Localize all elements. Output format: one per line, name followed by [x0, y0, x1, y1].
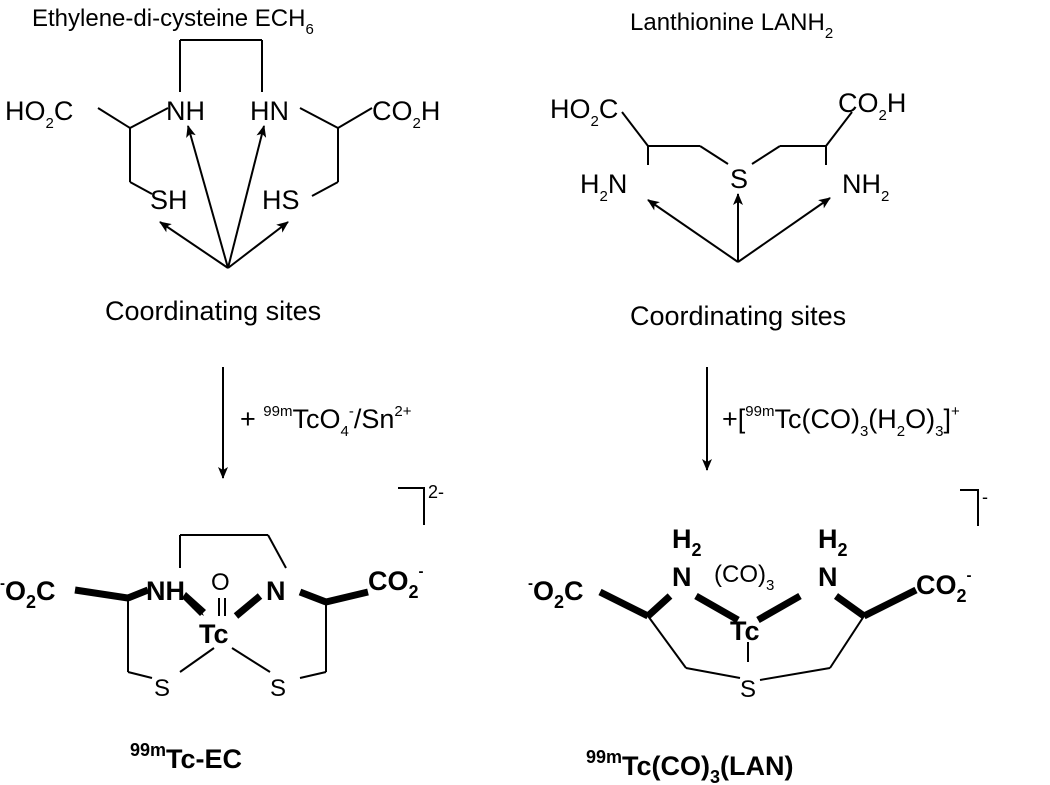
lan-co2h: CO2H [838, 88, 906, 124]
right-reagent: +[99mTc(CO)3(H2O)3]+ [722, 403, 960, 440]
tc-co3-lan-name: 99mTc(CO)3(LAN) [586, 747, 794, 785]
right-complex-bracket [960, 489, 979, 526]
lan-complex-co2: CO2- [916, 567, 972, 606]
tc-ec-bonds [74, 534, 369, 679]
left-complex-bracket [398, 487, 425, 525]
lan-complex-h2-left: H2 [672, 524, 702, 560]
tc-ec-oxo: O [211, 569, 230, 596]
tc-co3-lan-bonds [598, 586, 918, 681]
lan-complex-o2c: -O2C [528, 575, 584, 612]
lan-complex-tc: Tc [730, 616, 760, 646]
lan-s: S [730, 164, 748, 194]
lan-complex-co3: (CO)3 [714, 561, 774, 594]
lan-ho2c: HO2C [550, 94, 618, 130]
ech6-coordination-arrows [159, 125, 289, 269]
lan-complex-n-right: N [818, 562, 838, 592]
hn-right: HN [250, 96, 289, 126]
hs-right: HS [262, 185, 300, 215]
lan-complex-h2-right: H2 [818, 524, 848, 560]
right-title: Lanthionine LANH2 [630, 9, 833, 42]
left-caption: Coordinating sites [105, 296, 321, 326]
tc-ec-nh: NH [146, 576, 185, 606]
left-reagent: + 99mTcO4-/Sn2+ [240, 403, 412, 440]
tc-ec-tc: Tc [199, 619, 229, 649]
nh-left: NH [166, 96, 205, 126]
ho2c-left: HO2C [5, 96, 73, 132]
left-complex-charge: 2- [428, 482, 444, 502]
lan-nh2: NH2 [842, 169, 889, 205]
lanh2-ligand-bonds [621, 111, 853, 165]
ech6-ligand-bonds [97, 39, 373, 197]
lan-complex-s: S [740, 676, 756, 703]
tc-ec-s-right: S [270, 675, 286, 702]
tc-ec-co2: CO2- [368, 563, 424, 602]
lan-h2n: H2N [580, 169, 627, 205]
right-complex-charge: - [982, 487, 988, 507]
right-caption: Coordinating sites [630, 301, 846, 331]
co2h-right: CO2H [372, 96, 440, 132]
tc-ec-name: 99mTc-EC [130, 740, 242, 774]
tc-ec-n: N [266, 576, 286, 606]
sh-left: SH [150, 185, 188, 215]
lan-complex-n-left: N [672, 562, 692, 592]
tc-ec-o2c: -O2C [0, 575, 56, 612]
left-title: Ethylene-di-cysteine ECH6 [32, 5, 314, 38]
tc-ec-s-left: S [154, 675, 170, 702]
lanh2-coordination-arrows [647, 193, 831, 263]
